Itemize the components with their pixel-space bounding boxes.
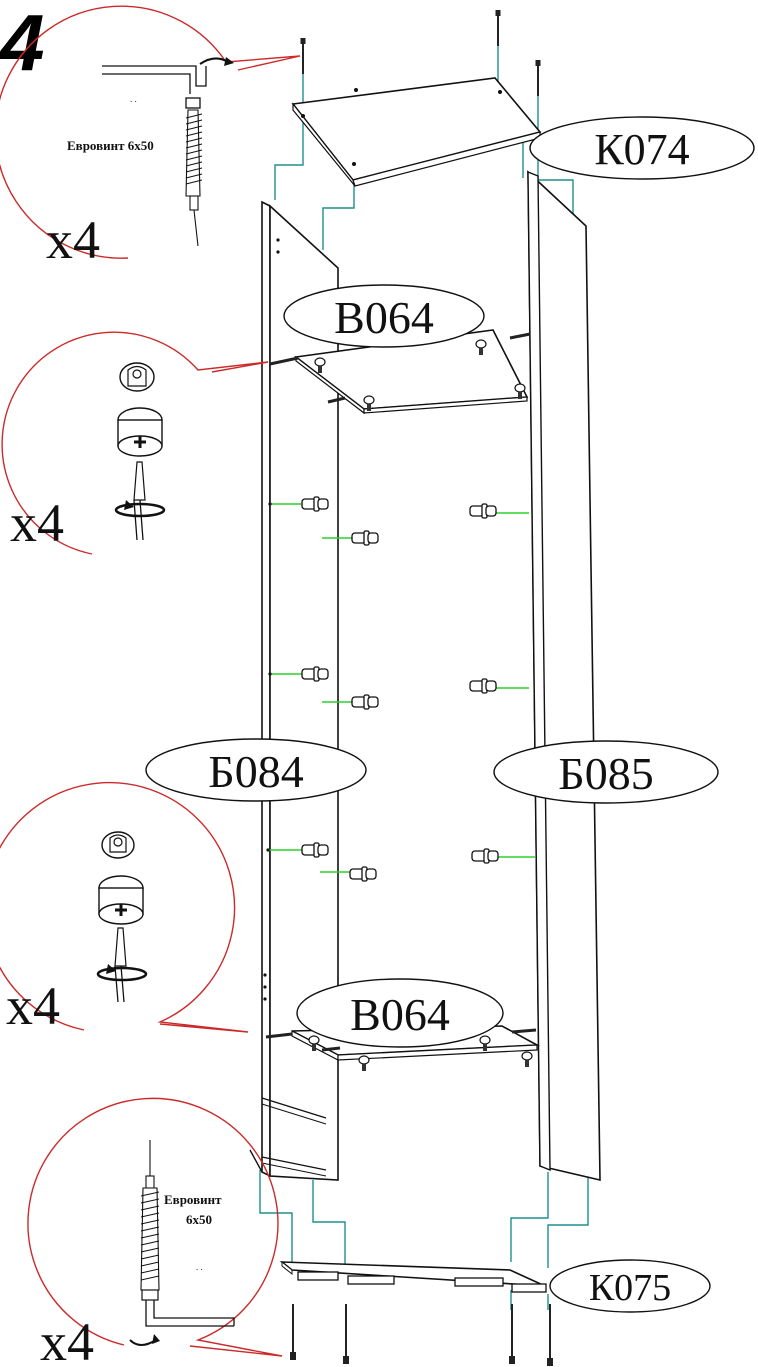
- label-base-panel: К075: [549, 1259, 711, 1313]
- eurobolt-label-line2: 6х50: [186, 1212, 212, 1227]
- eurobolt-screw-icon: [140, 1140, 160, 1301]
- eurobolt-screws-top: [299, 9, 542, 97]
- quantity-label: x4: [10, 493, 64, 553]
- label-side-right: Б085: [493, 740, 719, 804]
- callout-dots: . .: [196, 1262, 203, 1272]
- rotate-arrow-icon: [114, 500, 166, 518]
- screwdriver-icon: [133, 461, 146, 541]
- cam-lock-icon: [98, 831, 144, 925]
- part-label: Б085: [558, 748, 653, 799]
- label-side-left: Б084: [145, 738, 367, 802]
- callout-bottom: Евровинт 6х50 . . x4: [27, 1097, 283, 1367]
- quantity-label: x4: [6, 976, 60, 1036]
- allen-key-icon: [129, 1300, 235, 1346]
- side-panel-right: [527, 170, 601, 1182]
- label-top-panel: К074: [529, 116, 755, 180]
- quantity-label: x4: [40, 1312, 94, 1367]
- shelf-pin-dowels: [266, 496, 535, 882]
- upper-shelf: [269, 329, 531, 415]
- callout-cam-upper: x4: [1, 331, 269, 555]
- eurobolt-screws-bottom: [290, 1304, 553, 1366]
- part-label: К075: [589, 1267, 671, 1309]
- guide-lines: [259, 20, 589, 1310]
- part-label: К074: [594, 125, 689, 174]
- top-panel: [291, 77, 542, 187]
- part-label: В064: [334, 292, 434, 343]
- allen-key-icon: [102, 57, 234, 94]
- callout-top: . . Евровинт 6х50 x4: [0, 5, 301, 270]
- quantity-label: x4: [46, 210, 100, 270]
- eurobolt-screw-icon: [185, 97, 203, 247]
- cam-lock-icon: [117, 362, 163, 457]
- rotate-arrow-icon: [96, 964, 148, 982]
- base-panel: [279, 1260, 547, 1293]
- label-upper-shelf: В064: [283, 284, 485, 348]
- side-panel-left: [249, 200, 339, 1181]
- part-label: Б084: [208, 746, 303, 797]
- eurobolt-label-line1: Евровинт: [164, 1192, 222, 1207]
- step-number: 4: [0, 0, 45, 87]
- label-lower-shelf: В064: [296, 978, 504, 1048]
- part-label: В064: [350, 989, 450, 1040]
- screwdriver-icon: [114, 927, 127, 1003]
- callout-cam-lower: x4: [0, 781, 249, 1036]
- callout-dots: . .: [130, 94, 137, 104]
- eurobolt-label: Евровинт 6х50: [67, 138, 154, 153]
